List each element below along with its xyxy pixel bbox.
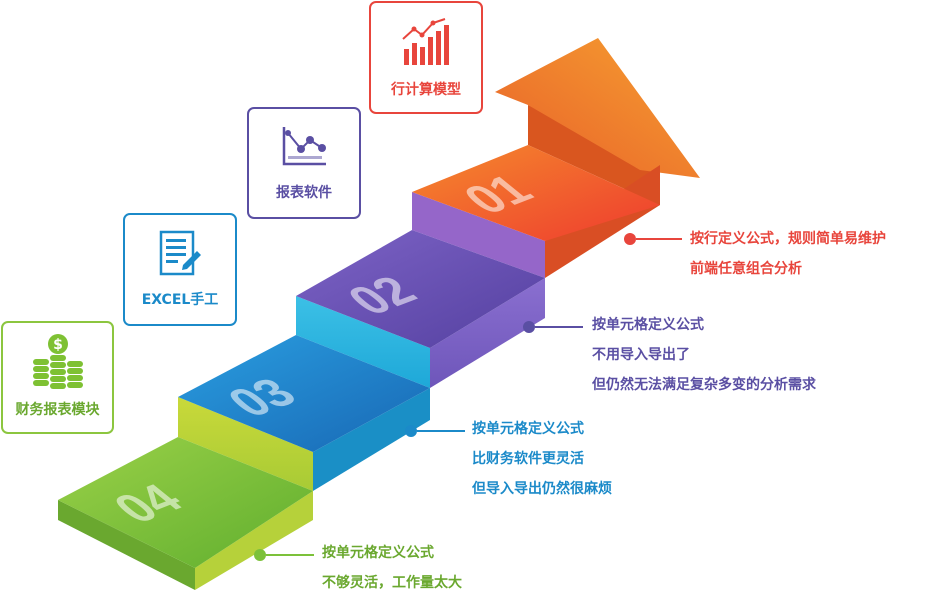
- line-chart-icon: [282, 127, 326, 166]
- excel-box: EXCEL手工: [123, 213, 237, 326]
- note-04-dot: [254, 549, 266, 561]
- coin-stack-icon: $: [32, 334, 83, 389]
- note-04-line-1: 按单元格定义公式: [322, 545, 434, 561]
- note-03: 按单元格定义公式 比财务软件更灵活 但导入导出仍然很麻烦: [472, 414, 612, 504]
- note-03-line-2: 比财务软件更灵活: [472, 451, 584, 467]
- report-software-label: 报表软件: [276, 185, 332, 201]
- step-01-riser: [412, 192, 545, 278]
- note-01-line-1: 按行定义公式，规则简单易维护: [690, 231, 886, 247]
- step-03-top: [178, 335, 430, 452]
- note-04-leader: [266, 554, 314, 556]
- note-04: 按单元格定义公式 不够灵活，工作量太大: [322, 538, 462, 598]
- report-software-box: 报表软件: [247, 107, 361, 219]
- note-01: 按行定义公式，规则简单易维护 前端任意组合分析: [690, 224, 886, 284]
- row-model-label: 行计算模型: [391, 82, 461, 98]
- step-02-top: [296, 230, 545, 348]
- document-pen-icon: [159, 230, 201, 276]
- note-02-leader: [535, 326, 583, 328]
- arrow-head: [495, 38, 700, 178]
- step-04-side: [195, 491, 313, 590]
- note-01-dot: [624, 233, 636, 245]
- finance-module-label: 财务报表模块: [15, 402, 100, 418]
- step-03-side: [313, 388, 430, 491]
- note-03-line-3: 但导入导出仍然很麻烦: [472, 481, 612, 497]
- step-02-side: [430, 278, 545, 388]
- step-03-riser: [178, 397, 313, 491]
- finance-module-box: $ 财务报表模块: [1, 321, 114, 434]
- note-03-line-1: 按单元格定义公式: [472, 421, 584, 437]
- note-02-dot: [523, 321, 535, 333]
- note-04-line-2: 不够灵活，工作量太大: [322, 575, 462, 591]
- step-01-top: [412, 145, 660, 241]
- step-02-riser: [296, 296, 430, 388]
- step-04-front: [58, 500, 195, 590]
- row-model-box: 行计算模型: [369, 1, 483, 114]
- svg-text:$: $: [53, 337, 63, 353]
- note-02-line-2: 不用导入导出了: [592, 347, 690, 363]
- note-01-leader: [636, 238, 682, 240]
- bar-trend-chart-icon: [402, 18, 449, 65]
- note-01-line-2: 前端任意组合分析: [690, 261, 802, 277]
- step-04-top: [58, 437, 313, 568]
- note-03-dot: [405, 425, 417, 437]
- note-02-line-1: 按单元格定义公式: [592, 317, 704, 333]
- note-02-line-3: 但仍然无法满足复杂多变的分析需求: [592, 377, 816, 393]
- excel-label: EXCEL手工: [141, 292, 219, 308]
- arrow-shaft: [528, 105, 660, 205]
- note-02: 按单元格定义公式 不用导入导出了 但仍然无法满足复杂多变的分析需求: [592, 310, 816, 400]
- note-03-leader: [417, 430, 465, 432]
